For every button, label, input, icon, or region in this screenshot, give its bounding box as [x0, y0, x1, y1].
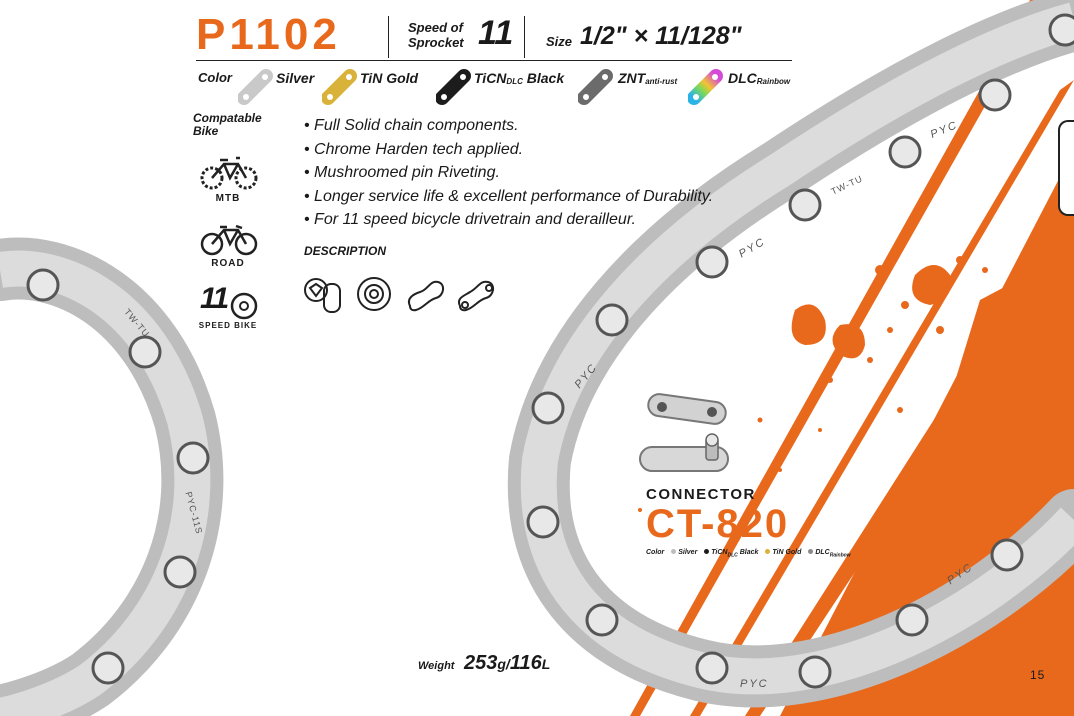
size-value: 1/2" × 11/128" [580, 22, 742, 50]
color-black-name: TiCN [474, 70, 507, 86]
connector-link-illustration [639, 393, 729, 472]
bike-speed-label: SPEED BIKE [198, 321, 258, 330]
black-link-icon [436, 69, 471, 105]
compatible-label-line2: Bike [193, 124, 219, 138]
color-znt-name: ZNT [618, 70, 646, 86]
chain-left [0, 237, 224, 716]
header-rule [196, 60, 792, 61]
speed-value: 11 [478, 14, 514, 52]
feature-item: Full Solid chain components. [304, 114, 713, 138]
bike-road-label: ROAD [211, 258, 245, 269]
color-dlc-name: DLC [728, 70, 757, 86]
black-dot-icon [704, 549, 710, 554]
feature-item: For 11 speed bicycle drivetrain and dera… [304, 208, 713, 232]
color-gold-label: TiN Gold [360, 70, 419, 86]
feature-item: Chrome Harden tech applied. [304, 138, 713, 162]
page-number: 15 [1030, 668, 1046, 682]
dlc-dot-icon [808, 549, 814, 554]
connector-model: CT-820 [646, 502, 790, 546]
weight-unit-l: L [541, 656, 551, 672]
weight-value: 253g/116L [464, 652, 550, 675]
weight-grams: 253 [464, 652, 498, 674]
mtb-bike-icon [200, 156, 258, 190]
compatible-label-line1: Compatable [193, 111, 262, 125]
model-number: P1102 [196, 10, 341, 59]
header-divider [388, 16, 389, 58]
feature-item: Mushroomed pin Riveting. [304, 161, 713, 185]
feature-list: Full Solid chain components. Chrome Hard… [304, 114, 713, 232]
bike-mtb-label: MTB [215, 193, 241, 204]
rainbow-link-icon [688, 69, 723, 105]
size-label: Size [546, 34, 573, 49]
connector-color-ticn-sub: DLC [727, 552, 738, 559]
znt-link-icon [578, 69, 613, 105]
connector-color-gold: TiN Gold [772, 549, 802, 556]
connector-color-dlc-sub: Rainbow [829, 552, 851, 559]
connector-colors: Color Silver TiCNDLC Black TiN Gold DLCR… [646, 549, 851, 558]
color-dlc-sub: Rainbow [756, 77, 791, 86]
connector-color-ticn: TiCN [711, 549, 728, 556]
connector-color-ticn-suffix: Black [737, 549, 759, 556]
speed-bike-icon [230, 292, 258, 320]
chrome-harden-icon [357, 277, 391, 311]
description-icons [304, 277, 494, 313]
road-bike-icon [200, 224, 258, 256]
inner-plate-icon [458, 280, 494, 312]
color-label: Color [198, 70, 232, 85]
connector-color-label: Color [646, 549, 665, 556]
speed-11-icon-text: 11 [200, 282, 229, 315]
speed-label-line2: Sprocket [408, 35, 464, 50]
weight-label: Weight [418, 660, 455, 672]
side-tab [1058, 120, 1074, 216]
silver-dot-icon [671, 549, 677, 554]
speed-label: Speed of Sprocket [408, 20, 464, 50]
color-dlc-label: DLCRainbow [728, 70, 790, 86]
description-label: DESCRIPTION [304, 244, 387, 258]
connector-label: CONNECTOR [646, 486, 756, 503]
gold-link-icon [322, 69, 357, 105]
solid-pin-icon [304, 278, 341, 313]
connector-color-silver: Silver [678, 549, 698, 556]
connector-color-dlc: DLC [815, 549, 830, 556]
color-black-suffix: Black [522, 70, 565, 86]
chain-right-pins [526, 13, 1074, 689]
color-black-sub: DLC [506, 77, 523, 86]
color-znt-sub: anti-rust [645, 77, 678, 86]
weight-links: 116 [509, 652, 542, 674]
gold-dot-icon [765, 549, 771, 554]
chain-plate-brand: PYC [740, 678, 769, 690]
feature-item: Longer service life & excellent performa… [304, 185, 713, 209]
weight-unit-g: g/ [497, 656, 510, 672]
compatible-bike-label: Compatable Bike [193, 112, 262, 138]
silver-link-icon [238, 69, 273, 105]
color-black-label: TiCNDLC Black [474, 70, 564, 86]
color-silver-label: Silver [276, 70, 315, 86]
outer-plate-icon [408, 280, 444, 312]
color-znt-label: ZNTanti-rust [618, 70, 677, 86]
chain-right [507, 0, 1074, 708]
speed-label-line1: Speed of [408, 20, 463, 35]
header-divider [524, 16, 525, 58]
